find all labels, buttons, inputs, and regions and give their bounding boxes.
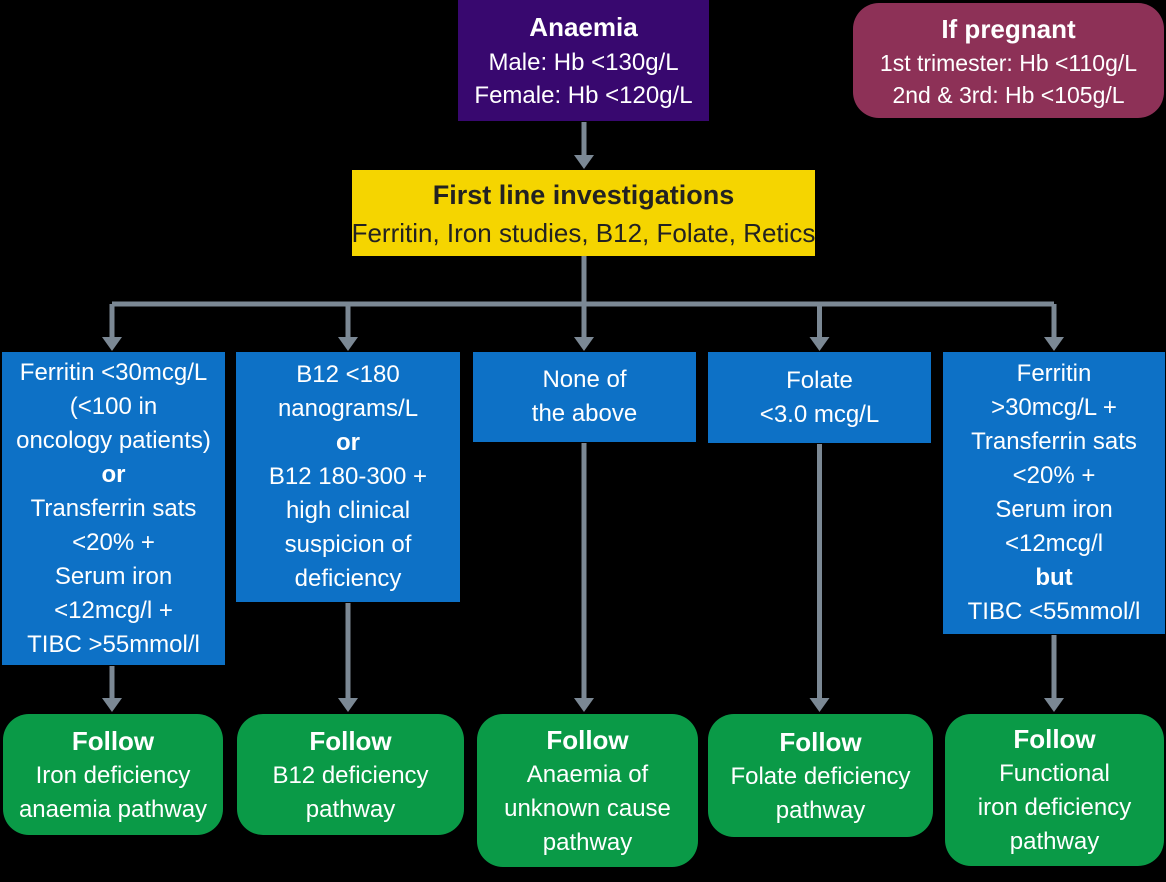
arrow-b12-to-outcome	[338, 603, 358, 712]
criteria-line: Serum iron	[54, 562, 173, 590]
criteria-line: Ferritin	[1016, 360, 1092, 387]
arrow-functional-to-outcome	[1044, 635, 1064, 712]
criteria-line: <12mcg/l	[1004, 530, 1104, 557]
criteria-line: TIBC <55mmol/l	[967, 598, 1141, 625]
node-outcome-b12: Follow B12 deficiency pathway	[237, 714, 464, 835]
arrow-iron-to-outcome	[102, 666, 122, 712]
outcome-line: Functional	[999, 760, 1110, 787]
outcome-line: pathway	[542, 828, 633, 856]
node-anaemia-line: Female: Hb <120g/L	[474, 82, 693, 109]
criteria-line: Transferrin sats	[971, 428, 1137, 455]
node-criteria-folate: Folate <3.0 mcg/L	[708, 352, 931, 443]
outcome-line: anaemia pathway	[18, 795, 208, 823]
arrowhead-to-criteria-none	[574, 337, 594, 351]
branch-connector	[102, 256, 1064, 351]
criteria-line: nanograms/L	[277, 395, 419, 422]
arrow-anaemia-to-first-line	[574, 122, 594, 169]
criteria-line: (<100 in	[69, 392, 158, 420]
criteria-line: Serum iron	[995, 496, 1113, 523]
criteria-line: deficiency	[294, 565, 402, 592]
outcome-title: Follow	[546, 724, 629, 755]
arrowhead-to-criteria-b12	[338, 337, 358, 351]
criteria-conjunction: but	[1035, 564, 1073, 591]
node-anaemia: Anaemia Male: Hb <130g/L Female: Hb <120…	[458, 0, 709, 121]
node-if-pregnant-line: 2nd & 3rd: Hb <105g/L	[892, 81, 1125, 108]
criteria-line: B12 180-300 +	[268, 463, 428, 490]
outcome-line: unknown cause	[504, 794, 671, 822]
criteria-line: <20% +	[1012, 462, 1096, 489]
criteria-line: oncology patients)	[16, 426, 211, 454]
criteria-line: >30mcg/L +	[991, 394, 1117, 421]
outcome-line: pathway	[775, 796, 866, 824]
criteria-line: <12mcg/l +	[54, 596, 173, 624]
criteria-line: <20% +	[72, 528, 155, 556]
outcome-line: Anaemia of	[526, 760, 649, 788]
node-anaemia-title: Anaemia	[529, 12, 638, 42]
node-if-pregnant-line: 1st trimester: Hb <110g/L	[879, 49, 1138, 76]
node-if-pregnant-title: If pregnant	[941, 13, 1076, 44]
criteria-line: high clinical	[285, 497, 411, 524]
arrowhead-to-criteria-folate	[809, 337, 830, 351]
outcome-title: Follow	[71, 725, 155, 756]
criteria-line: B12 <180	[296, 361, 400, 388]
outcome-line: pathway	[305, 795, 396, 823]
outcome-line: Iron deficiency	[35, 761, 191, 789]
node-anaemia-line: Male: Hb <130g/L	[488, 49, 679, 76]
node-first-line-title: First line investigations	[432, 180, 735, 210]
node-criteria-none: None of the above	[473, 352, 696, 442]
criteria-line: TIBC >55mmol/l	[27, 630, 200, 658]
criteria-line: Ferritin <30mcg/L	[19, 358, 208, 386]
criteria-line: suspicion of	[284, 531, 412, 558]
node-first-line-investigations: First line investigations Ferritin, Iron…	[352, 170, 815, 256]
node-outcome-folate: Follow Folate deficiency pathway	[708, 714, 933, 837]
outcome-title: Follow	[309, 725, 392, 756]
node-outcome-unknown-cause: Follow Anaemia of unknown cause pathway	[477, 714, 698, 867]
arrowhead-to-criteria-functional	[1044, 337, 1064, 351]
node-criteria-b12: B12 <180 nanograms/L or B12 180-300 + hi…	[236, 352, 460, 602]
arrow-folate-to-outcome	[809, 444, 830, 712]
criteria-line: Transferrin sats	[30, 494, 197, 522]
criteria-conjunction: or	[336, 429, 360, 456]
criteria-conjunction: or	[101, 460, 126, 488]
outcome-line: iron deficiency	[977, 794, 1132, 821]
node-outcome-functional-iron: Follow Functional iron deficiency pathwa…	[945, 714, 1164, 866]
outcome-line: B12 deficiency	[272, 761, 429, 789]
outcome-title: Follow	[1013, 724, 1096, 754]
node-if-pregnant: If pregnant 1st trimester: Hb <110g/L 2n…	[853, 3, 1164, 118]
criteria-line: the above	[531, 400, 638, 427]
criteria-line: <3.0 mcg/L	[759, 400, 880, 428]
arrowhead-to-criteria-iron	[102, 337, 122, 351]
node-outcome-iron-deficiency: Follow Iron deficiency anaemia pathway	[3, 714, 223, 835]
outcome-line: Folate deficiency	[730, 762, 911, 790]
outcome-title: Follow	[779, 726, 862, 757]
node-criteria-functional-iron: Ferritin >30mcg/L + Transferrin sats <20…	[943, 352, 1165, 634]
node-criteria-iron-deficiency: Ferritin <30mcg/L (<100 in oncology pati…	[2, 352, 225, 665]
arrow-none-to-outcome	[574, 443, 594, 712]
outcome-line: pathway	[1009, 828, 1100, 855]
criteria-line: Folate	[786, 366, 853, 394]
node-first-line-line: Ferritin, Iron studies, B12, Folate, Ret…	[351, 218, 816, 248]
criteria-line: None of	[542, 366, 627, 393]
